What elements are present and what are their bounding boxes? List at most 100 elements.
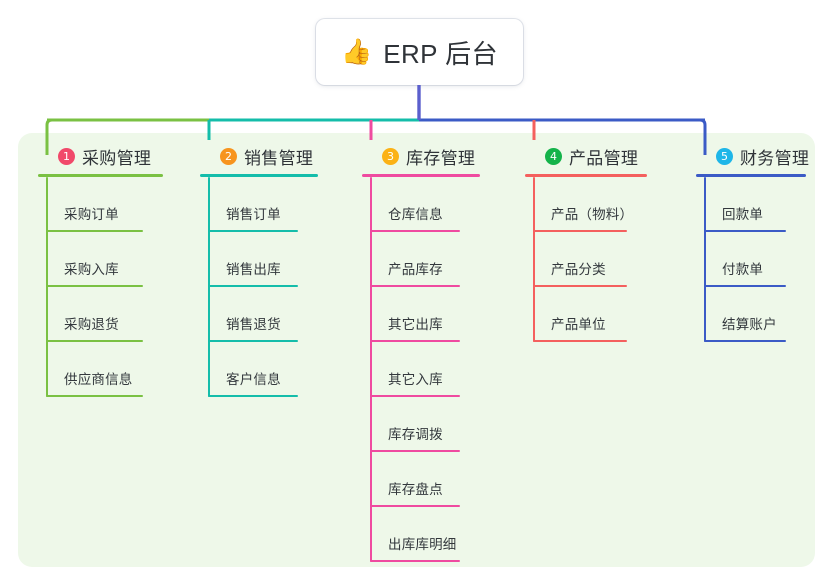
branch-item-rule [704, 340, 786, 342]
branch-item-rule [370, 505, 460, 507]
branch-item[interactable]: 采购入库 [38, 232, 163, 287]
branch-item[interactable]: 供应商信息 [38, 342, 163, 397]
branch-header-rule [362, 174, 480, 177]
branch-number-badge: 2 [220, 147, 237, 165]
branch-item-label: 产品库存 [388, 262, 443, 277]
branch-item[interactable]: 结算账户 [696, 287, 806, 342]
branch-item[interactable]: 回款单 [696, 177, 806, 232]
branch-title: 产品管理 [569, 148, 639, 168]
branch-item-rule [704, 230, 786, 232]
branch-item-label: 付款单 [722, 262, 764, 277]
branch-title: 财务管理 [740, 148, 810, 168]
branch-item-rule [208, 340, 298, 342]
branch-spine [704, 177, 706, 342]
branch-column-2: 2 销售管理销售订单销售出库销售退货客户信息 [200, 143, 318, 397]
branch-spine [370, 177, 372, 562]
branch-item-rule [46, 285, 143, 287]
branch-item-label: 客户信息 [226, 372, 281, 387]
branch-item[interactable]: 销售退货 [200, 287, 318, 342]
branch-item-label: 销售出库 [226, 262, 281, 277]
branch-number-badge: 5 [716, 147, 733, 165]
branch-number-badge: 4 [545, 147, 562, 165]
branch-header-4[interactable]: 4 产品管理 [525, 143, 647, 169]
branch-spine [46, 177, 48, 397]
branch-item[interactable]: 付款单 [696, 232, 806, 287]
root-node[interactable]: 👍 ERP 后台 [316, 19, 523, 85]
branch-header-rule [525, 174, 647, 177]
branch-column-3: 3 库存管理仓库信息产品库存其它出库其它入库库存调拨库存盘点出库库明细 [362, 143, 480, 562]
branch-column-4: 4 产品管理产品（物料） 产品分类产品单位 [525, 143, 647, 342]
branch-column-1: 1 采购管理采购订单采购入库采购退货供应商信息 [38, 143, 163, 397]
branch-item-label: 仓库信息 [388, 207, 443, 222]
branch-item-label: 库存调拨 [388, 427, 443, 442]
branch-item-label: 产品分类 [551, 262, 606, 277]
root-node-label: ERP 后台 [383, 38, 498, 69]
branch-item[interactable]: 采购订单 [38, 177, 163, 232]
branch-item-label: 库存盘点 [388, 482, 443, 497]
branch-items: 回款单付款单结算账户 [696, 177, 806, 342]
branch-header-5[interactable]: 5 财务管理 [696, 143, 810, 169]
branch-item[interactable]: 其它入库 [362, 342, 480, 397]
branch-item-rule [46, 340, 143, 342]
branch-item-label: 回款单 [722, 207, 764, 222]
branch-items: 采购订单采购入库采购退货供应商信息 [38, 177, 163, 397]
branch-item-rule [370, 560, 460, 562]
branch-item-rule [208, 285, 298, 287]
branch-header-2[interactable]: 2 销售管理 [200, 143, 318, 169]
branch-spine [208, 177, 210, 397]
branch-number-badge: 1 [58, 147, 75, 165]
branch-item-label: 采购入库 [64, 262, 119, 277]
branch-item[interactable]: 库存盘点 [362, 452, 480, 507]
branch-items: 销售订单销售出库销售退货客户信息 [200, 177, 318, 397]
branch-item[interactable]: 销售出库 [200, 232, 318, 287]
branch-number-badge: 3 [382, 147, 399, 165]
branch-item-rule [704, 285, 786, 287]
branch-item-label: 产品（物料） [551, 207, 634, 222]
branch-spine [533, 177, 535, 342]
branch-item-label: 销售订单 [226, 207, 281, 222]
branch-header-1[interactable]: 1 采购管理 [38, 143, 163, 169]
branches-panel [18, 133, 815, 567]
branch-items: 产品（物料） 产品分类产品单位 [525, 177, 647, 342]
branch-item-rule [46, 395, 143, 397]
branch-item[interactable]: 客户信息 [200, 342, 318, 397]
branch-item-rule [370, 395, 460, 397]
branch-item-rule [533, 285, 627, 287]
branch-item[interactable]: 出库库明细 [362, 507, 480, 562]
branch-item-rule [370, 285, 460, 287]
branch-item-rule [208, 395, 298, 397]
branch-item-rule [533, 230, 627, 232]
branch-item[interactable]: 产品单位 [525, 287, 647, 342]
branch-item-rule [208, 230, 298, 232]
branch-item-rule [370, 230, 460, 232]
branch-item[interactable]: 其它出库 [362, 287, 480, 342]
branch-header-rule [696, 174, 806, 177]
branch-item[interactable]: 仓库信息 [362, 177, 480, 232]
branch-item-rule [370, 450, 460, 452]
branch-item-label: 结算账户 [722, 317, 777, 332]
branch-item-label: 采购订单 [64, 207, 119, 222]
branch-items: 仓库信息产品库存其它出库其它入库库存调拨库存盘点出库库明细 [362, 177, 480, 562]
branch-item-rule [46, 230, 143, 232]
branch-item-label: 其它出库 [388, 317, 443, 332]
branch-item[interactable]: 产品分类 [525, 232, 647, 287]
branch-title: 库存管理 [406, 148, 476, 168]
thumbs-up-icon: 👍 [341, 37, 373, 66]
branch-item-label: 供应商信息 [64, 372, 133, 387]
branch-item[interactable]: 销售订单 [200, 177, 318, 232]
branch-item[interactable]: 产品（物料） [525, 177, 647, 232]
branch-header-rule [38, 174, 163, 177]
branch-title: 采购管理 [82, 148, 152, 168]
branch-item[interactable]: 库存调拨 [362, 397, 480, 452]
branch-header-rule [200, 174, 318, 177]
branch-item[interactable]: 产品库存 [362, 232, 480, 287]
branch-item-rule [370, 340, 460, 342]
branch-column-5: 5 财务管理回款单付款单结算账户 [696, 143, 810, 342]
branch-title: 销售管理 [244, 148, 314, 168]
branch-item[interactable]: 采购退货 [38, 287, 163, 342]
branch-item-label: 出库库明细 [388, 537, 457, 552]
branch-item-rule [533, 340, 627, 342]
branch-header-3[interactable]: 3 库存管理 [362, 143, 480, 169]
branch-item-label: 销售退货 [226, 317, 281, 332]
